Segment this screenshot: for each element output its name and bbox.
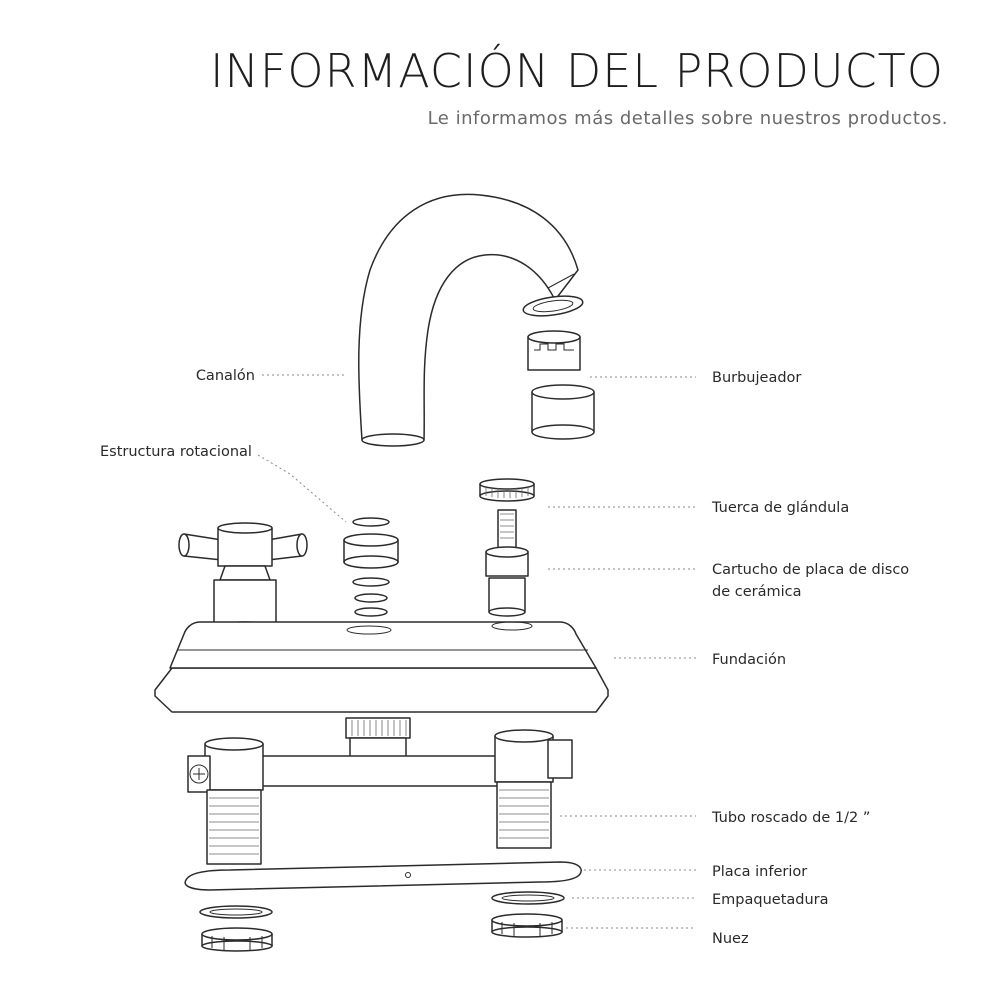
bottom-plate-part [184, 861, 582, 891]
label-gasket: Empaquetadura [712, 892, 829, 908]
label-spout: Canalón [196, 368, 255, 384]
nut-part [201, 913, 563, 952]
gland-nut-part [479, 478, 535, 502]
label-cartridge-line1: Cartucho de placa de disco [712, 562, 909, 578]
page-subtitle: Le informamos más detalles sobre nuestro… [427, 108, 948, 129]
manifold-part [187, 717, 573, 865]
label-gland-nut: Tuerca de glándula [711, 500, 849, 516]
rotational-structure-part [343, 517, 399, 617]
label-rotational-structure: Estructura rotacional [100, 444, 252, 460]
base-part [154, 621, 609, 713]
cartridge-part [485, 509, 529, 617]
page-title: INFORMACIÓN DEL PRODUCTO [209, 44, 944, 98]
label-threaded-tube: Tubo roscado de 1/2 ” [711, 810, 870, 826]
leader-lines [257, 374, 696, 929]
label-bottom-plate: Placa inferior [712, 864, 807, 880]
gasket-part [199, 891, 565, 919]
label-cartridge-line2: de cerámica [712, 584, 802, 600]
aerator-part [522, 295, 595, 440]
label-aerator: Burbujeador [712, 370, 801, 386]
cross-handle-part [178, 522, 308, 635]
spout-part [357, 193, 579, 447]
label-base: Fundación [712, 652, 786, 668]
label-nut: Nuez [712, 931, 749, 947]
